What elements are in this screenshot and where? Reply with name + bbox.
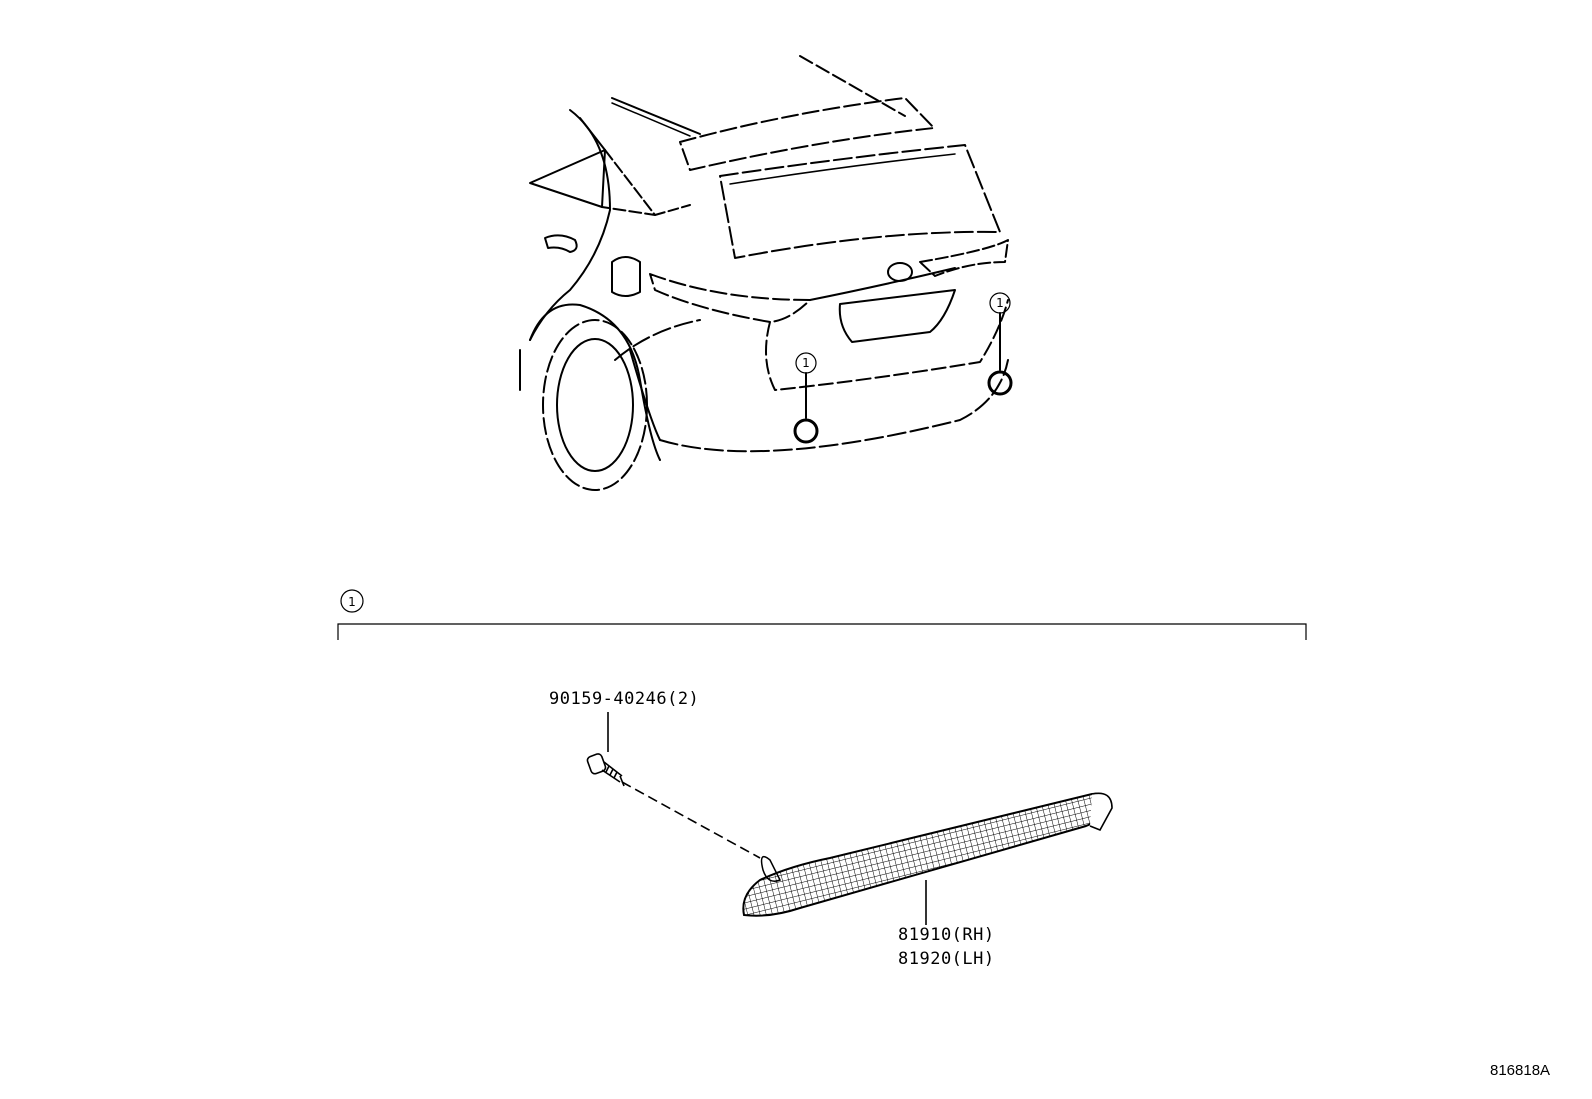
- license-plate-recess: [838, 289, 956, 343]
- rear-wheel: [542, 319, 648, 491]
- reflector-rh-part-number: 81910(RH): [898, 925, 995, 945]
- tail-lamp-right: [919, 239, 1009, 277]
- roof-rail-right: [799, 55, 906, 117]
- bolt-part-number: 90159-40246(2): [549, 689, 700, 709]
- rear-spoiler: [679, 97, 935, 171]
- vehicle-rear-illustration: [519, 55, 1013, 491]
- callout-number-left: 1: [802, 356, 810, 370]
- reflector-location-right: [987, 370, 1013, 396]
- callout-circle-right: [989, 292, 1011, 314]
- side-window: [529, 149, 606, 208]
- wheel-arch: [529, 303, 661, 461]
- body-side: [529, 109, 611, 341]
- reflector-lh-part-number: 81920(LH): [898, 949, 995, 969]
- tail-lamp-left: [649, 273, 811, 323]
- bolt-illustration: [586, 712, 761, 859]
- illustration-code: 816818A: [1490, 1062, 1551, 1079]
- fuel-door: [611, 256, 641, 297]
- door-handle: [544, 234, 578, 253]
- fastener-line: [621, 781, 761, 859]
- rear-window: [719, 144, 1001, 259]
- callout-circle-left: [795, 352, 817, 374]
- reflector-location-left: [793, 418, 819, 444]
- callout-number-right: 1: [996, 296, 1004, 310]
- group-bracket: [337, 589, 1307, 640]
- group-callout-circle: [340, 589, 364, 613]
- reflector-illustration: [742, 792, 1113, 925]
- roof-rail-left: [611, 97, 701, 135]
- group-callout-number: 1: [348, 595, 356, 609]
- rear-bumper: [614, 319, 1009, 453]
